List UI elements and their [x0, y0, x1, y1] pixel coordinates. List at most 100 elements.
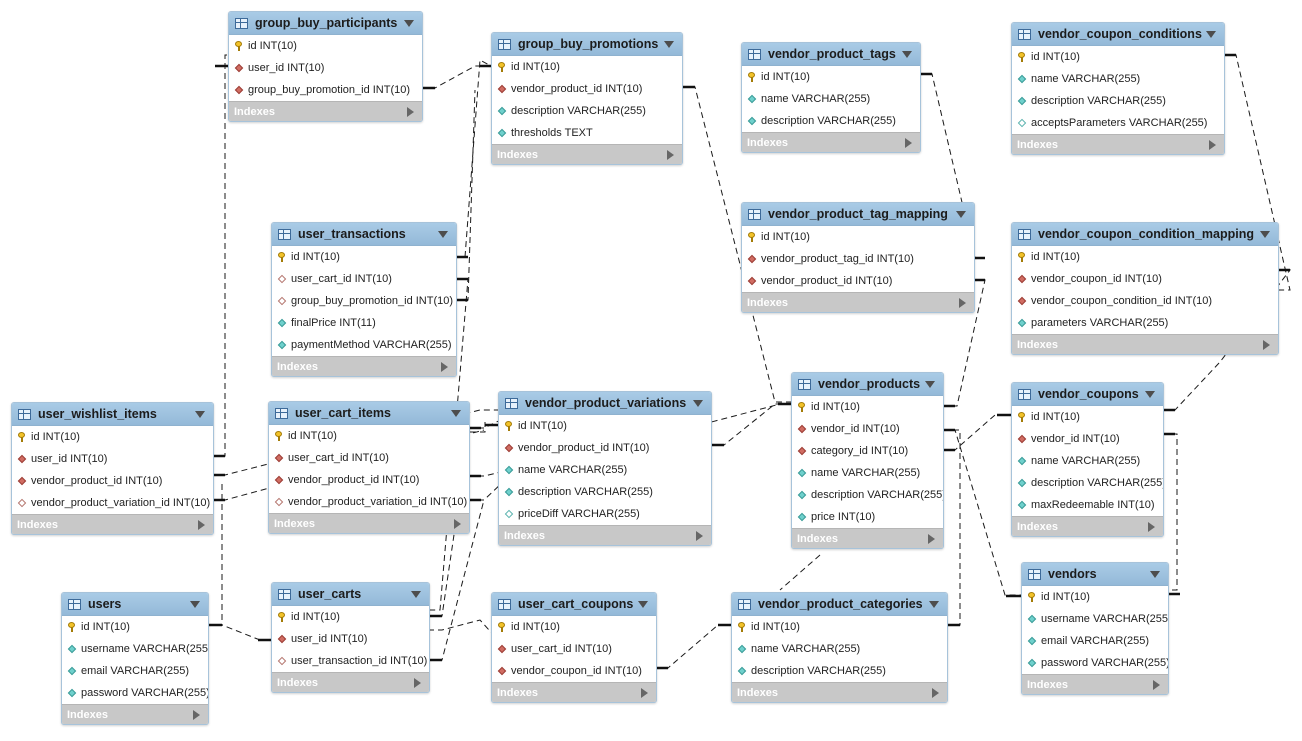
collapse-toggle-icon[interactable] — [190, 600, 200, 608]
expand-arrow-icon[interactable] — [1209, 139, 1216, 150]
indexes-section[interactable]: Indexes — [229, 101, 422, 121]
table-header[interactable]: vendor_coupons — [1012, 383, 1163, 406]
column-row[interactable]: id INT(10) — [732, 616, 947, 638]
column-row[interactable]: user_id INT(10) — [12, 448, 213, 470]
table-header[interactable]: vendor_product_categories — [732, 593, 947, 616]
column-row[interactable]: finalPrice INT(11) — [272, 312, 456, 334]
table-header[interactable]: vendor_product_tag_mapping — [742, 203, 974, 226]
collapse-toggle-icon[interactable] — [1150, 570, 1160, 578]
column-row[interactable]: acceptsParameters VARCHAR(255) — [1012, 112, 1224, 134]
column-row[interactable]: id INT(10) — [1012, 46, 1224, 68]
column-row[interactable]: description VARCHAR(255) — [792, 484, 943, 506]
collapse-toggle-icon[interactable] — [195, 410, 205, 418]
expand-arrow-icon[interactable] — [932, 687, 939, 698]
table-header[interactable]: user_carts — [272, 583, 429, 606]
column-row[interactable]: description VARCHAR(255) — [732, 660, 947, 682]
column-row[interactable]: password VARCHAR(255) — [62, 682, 208, 704]
expand-arrow-icon[interactable] — [641, 687, 648, 698]
indexes-section[interactable]: Indexes — [742, 132, 920, 152]
collapse-toggle-icon[interactable] — [956, 210, 966, 218]
column-row[interactable]: user_cart_id INT(10) — [272, 268, 456, 290]
column-row[interactable]: id INT(10) — [12, 426, 213, 448]
column-row[interactable]: description VARCHAR(255) — [1012, 472, 1163, 494]
column-row[interactable]: vendor_coupon_id INT(10) — [1012, 268, 1278, 290]
column-row[interactable]: username VARCHAR(255) — [62, 638, 208, 660]
column-row[interactable]: vendor_product_tag_id INT(10) — [742, 248, 974, 270]
collapse-toggle-icon[interactable] — [902, 50, 912, 58]
column-row[interactable]: name VARCHAR(255) — [1012, 68, 1224, 90]
expand-arrow-icon[interactable] — [454, 518, 461, 529]
table-header[interactable]: user_cart_items — [269, 402, 469, 425]
table-header[interactable]: user_wishlist_items — [12, 403, 213, 426]
indexes-section[interactable]: Indexes — [272, 672, 429, 692]
table-header[interactable]: users — [62, 593, 208, 616]
indexes-section[interactable]: Indexes — [272, 356, 456, 376]
indexes-section[interactable]: Indexes — [1022, 674, 1168, 694]
column-row[interactable]: id INT(10) — [229, 35, 422, 57]
table-header[interactable]: group_buy_promotions — [492, 33, 682, 56]
expand-arrow-icon[interactable] — [1153, 679, 1160, 690]
column-row[interactable]: paymentMethod VARCHAR(255) — [272, 334, 456, 356]
collapse-toggle-icon[interactable] — [451, 409, 461, 417]
column-row[interactable]: description VARCHAR(255) — [742, 110, 920, 132]
column-row[interactable]: id INT(10) — [1012, 406, 1163, 428]
column-row[interactable]: vendor_product_variation_id INT(10) — [269, 491, 469, 513]
expand-arrow-icon[interactable] — [696, 530, 703, 541]
collapse-toggle-icon[interactable] — [929, 600, 939, 608]
expand-arrow-icon[interactable] — [193, 709, 200, 720]
table-header[interactable]: vendor_product_tags — [742, 43, 920, 66]
column-row[interactable]: id INT(10) — [1012, 246, 1278, 268]
column-row[interactable]: vendor_id INT(10) — [1012, 428, 1163, 450]
expand-arrow-icon[interactable] — [928, 533, 935, 544]
column-row[interactable]: name VARCHAR(255) — [742, 88, 920, 110]
column-row[interactable]: user_id INT(10) — [229, 57, 422, 79]
collapse-toggle-icon[interactable] — [404, 19, 414, 27]
column-row[interactable]: description VARCHAR(255) — [1012, 90, 1224, 112]
column-row[interactable]: id INT(10) — [742, 66, 920, 88]
column-row[interactable]: vendor_product_variation_id INT(10) — [12, 492, 213, 514]
collapse-toggle-icon[interactable] — [1145, 390, 1155, 398]
collapse-toggle-icon[interactable] — [438, 230, 448, 238]
column-row[interactable]: username VARCHAR(255) — [1022, 608, 1168, 630]
indexes-section[interactable]: Indexes — [12, 514, 213, 534]
column-row[interactable]: user_cart_id INT(10) — [269, 447, 469, 469]
column-row[interactable]: id INT(10) — [792, 396, 943, 418]
table-header[interactable]: user_transactions — [272, 223, 456, 246]
column-row[interactable]: name VARCHAR(255) — [792, 462, 943, 484]
table-header[interactable]: vendor_product_variations — [499, 392, 711, 415]
column-row[interactable]: vendor_coupon_condition_id INT(10) — [1012, 290, 1278, 312]
column-row[interactable]: category_id INT(10) — [792, 440, 943, 462]
indexes-section[interactable]: Indexes — [732, 682, 947, 702]
expand-arrow-icon[interactable] — [959, 297, 966, 308]
expand-arrow-icon[interactable] — [407, 106, 414, 117]
column-row[interactable]: id INT(10) — [269, 425, 469, 447]
collapse-toggle-icon[interactable] — [1206, 30, 1216, 38]
expand-arrow-icon[interactable] — [667, 149, 674, 160]
table-header[interactable]: vendor_products — [792, 373, 943, 396]
column-row[interactable]: description VARCHAR(255) — [492, 100, 682, 122]
collapse-toggle-icon[interactable] — [693, 399, 703, 407]
column-row[interactable]: id INT(10) — [1022, 586, 1168, 608]
table-header[interactable]: user_cart_coupons — [492, 593, 656, 616]
column-row[interactable]: name VARCHAR(255) — [499, 459, 711, 481]
column-row[interactable]: parameters VARCHAR(255) — [1012, 312, 1278, 334]
column-row[interactable]: description VARCHAR(255) — [499, 481, 711, 503]
collapse-toggle-icon[interactable] — [411, 590, 421, 598]
column-row[interactable]: id INT(10) — [272, 246, 456, 268]
indexes-section[interactable]: Indexes — [1012, 334, 1278, 354]
indexes-section[interactable]: Indexes — [499, 525, 711, 545]
indexes-section[interactable]: Indexes — [1012, 134, 1224, 154]
table-header[interactable]: vendors — [1022, 563, 1168, 586]
column-row[interactable]: group_buy_promotion_id INT(10) — [229, 79, 422, 101]
column-row[interactable]: price INT(10) — [792, 506, 943, 528]
